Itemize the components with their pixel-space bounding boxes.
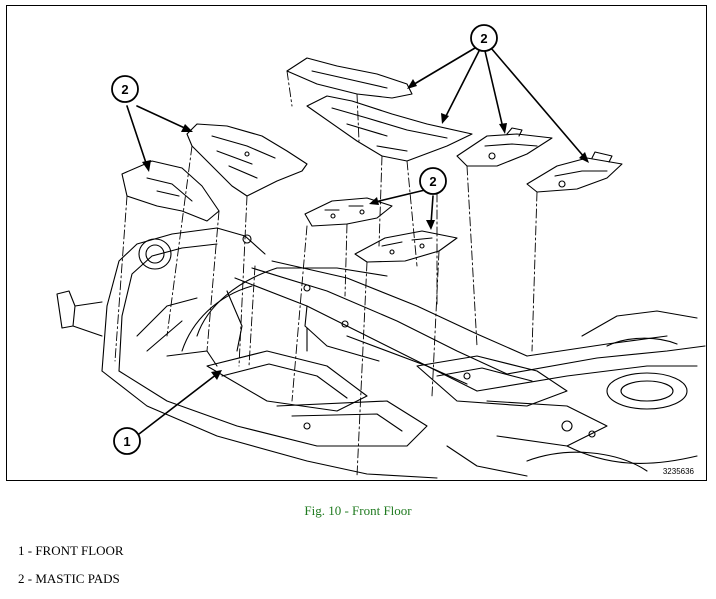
callout-2-top: 2: [470, 24, 498, 52]
legend-item-mastic-pads: 2 - MASTIC PADS: [18, 571, 120, 586]
mastic-pad-center-small-lower: [354, 230, 458, 263]
mastic-pad-right-front: [456, 127, 553, 167]
legend: 1 - FRONT FLOOR 2 - MASTIC PADS: [18, 543, 124, 599]
mastic-pad-center-top: [286, 57, 413, 99]
leader-lines: [126, 47, 586, 435]
mastic-pad-right-rear: [526, 151, 623, 193]
callout-2-center-label: 2: [429, 174, 436, 189]
figure-caption: Fig. 10 - Front Floor: [304, 503, 412, 518]
legend-item-front-floor: 1 - FRONT FLOOR: [18, 543, 124, 558]
mastic-pad-center-small-upper: [304, 197, 393, 227]
callout-2-left-label: 2: [121, 82, 128, 97]
callout-1: 1: [113, 427, 141, 455]
callout-2-left: 2: [111, 75, 139, 103]
front-floor-illustration: 2 2 2 1: [56, 24, 706, 479]
callout-2-center: 2: [419, 167, 447, 195]
figure-id-code: 3235636: [662, 467, 694, 476]
front-floor-pan: [56, 227, 706, 479]
mastic-pad-center-tunnel: [306, 95, 473, 162]
mastic-pad-left-rear: [186, 123, 308, 197]
mastic-pad-left-front: [121, 160, 220, 222]
callout-2-top-label: 2: [480, 31, 487, 46]
figure-frame: 2 2 2 1 3235636: [6, 5, 707, 481]
arrowheads: [142, 79, 589, 380]
callout-1-label: 1: [123, 434, 130, 449]
assembly-drop-lines: [114, 70, 538, 477]
